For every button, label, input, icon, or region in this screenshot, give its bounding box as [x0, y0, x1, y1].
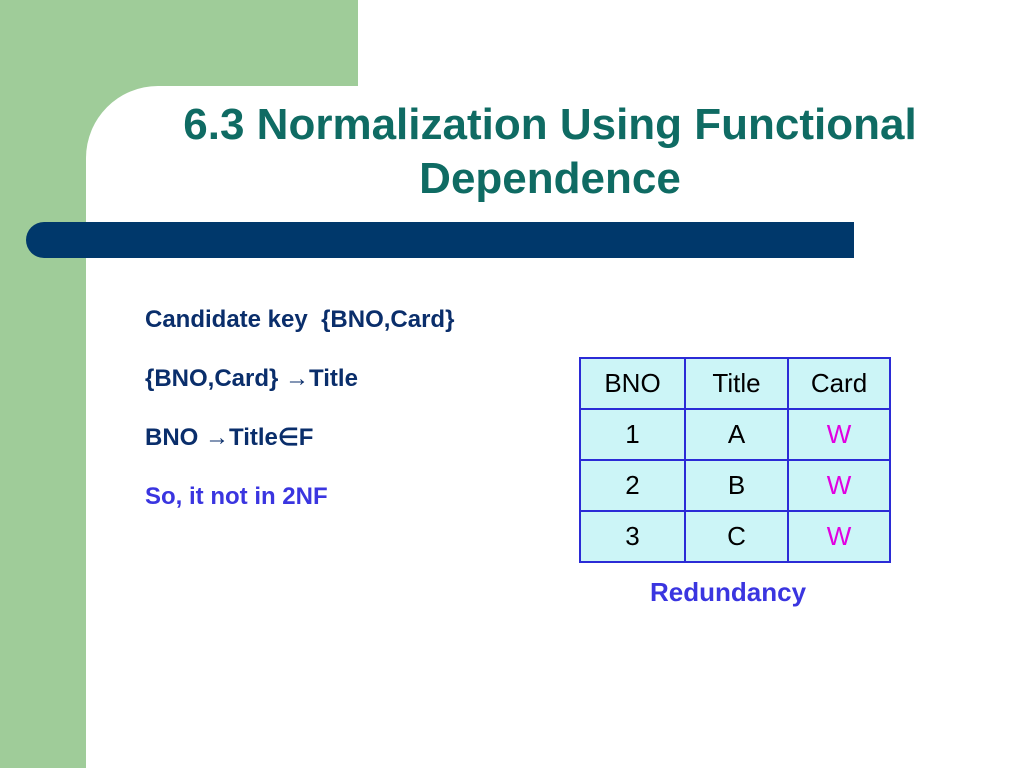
table-row: 1 A W — [579, 408, 891, 461]
cell-bno: 3 — [579, 510, 686, 563]
cell-title: B — [684, 459, 789, 512]
cell-title: C — [684, 510, 789, 563]
slide-title-line-2: Dependence — [419, 154, 681, 203]
bullet-full-dependency: {BNO,Card} →Title — [145, 365, 358, 392]
header-bno: BNO — [579, 357, 686, 410]
cell-card: W — [787, 510, 891, 563]
table-row: 3 C W — [579, 510, 891, 563]
header-card: Card — [787, 357, 891, 410]
header-title: Title — [684, 357, 789, 410]
cell-card: W — [787, 459, 891, 512]
table-header-row: BNO Title Card — [579, 357, 891, 410]
slide-title: 6.3 Normalization Using Functional Depen… — [100, 98, 1000, 206]
bullet-candidate-key: Candidate key {BNO,Card} — [145, 306, 455, 333]
redundancy-label: Redundancy — [650, 577, 807, 607]
bullet-conclusion: So, it not in 2NF — [145, 483, 328, 510]
cell-title: A — [684, 408, 789, 461]
slide-title-line-1: 6.3 Normalization Using Functional — [183, 100, 917, 149]
title-divider-bar — [26, 222, 854, 258]
relation-table: BNO Title Card 1 A W 2 B W 3 C W — [579, 357, 891, 563]
bullet-list: Candidate key {BNO,Card} {BNO,Card} →Tit… — [145, 298, 454, 534]
cell-card: W — [787, 408, 891, 461]
bullet-partial-dependency: BNO →Title∈F — [145, 424, 314, 451]
cell-bno: 2 — [579, 459, 686, 512]
table-row: 2 B W — [579, 459, 891, 512]
cell-bno: 1 — [579, 408, 686, 461]
